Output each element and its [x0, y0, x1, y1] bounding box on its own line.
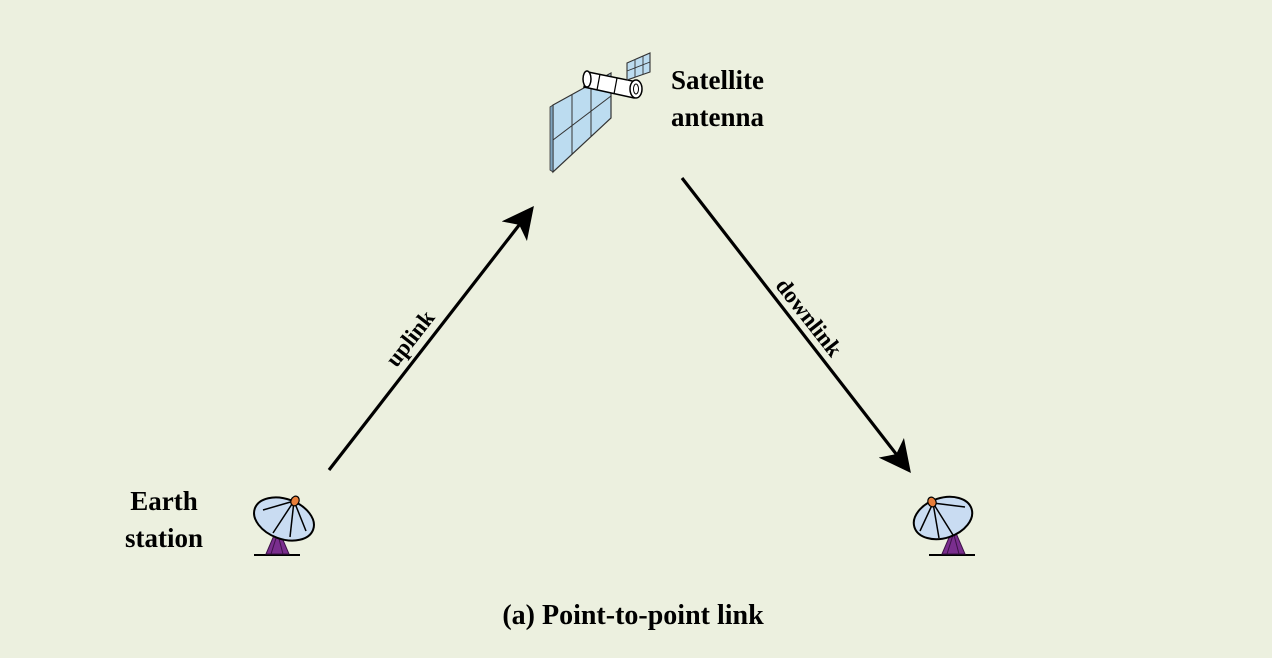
satellite-solar-panel-small — [626, 52, 651, 81]
satellite-label-line2: antenna — [671, 102, 765, 132]
uplink-arrow — [327, 205, 534, 471]
earth-station-dish-icon — [253, 495, 315, 556]
satellite-antenna-label: Satellite antenna — [671, 62, 764, 136]
earth-label-line2: station — [124, 523, 203, 553]
downlink-arrow — [680, 177, 911, 474]
satellite-label-line1: Satellite — [671, 65, 764, 95]
earth-label-line1: Earth — [130, 486, 198, 516]
earth-station-label: Earth station — [100, 483, 228, 557]
receiving-dish-icon — [912, 495, 975, 556]
satellite-solar-panel-large — [549, 71, 612, 174]
figure-caption: (a) Point-to-point link — [502, 600, 764, 631]
downlink-label: downlink — [771, 273, 848, 361]
satellite-icon — [549, 52, 651, 174]
satellite-body — [582, 70, 643, 99]
